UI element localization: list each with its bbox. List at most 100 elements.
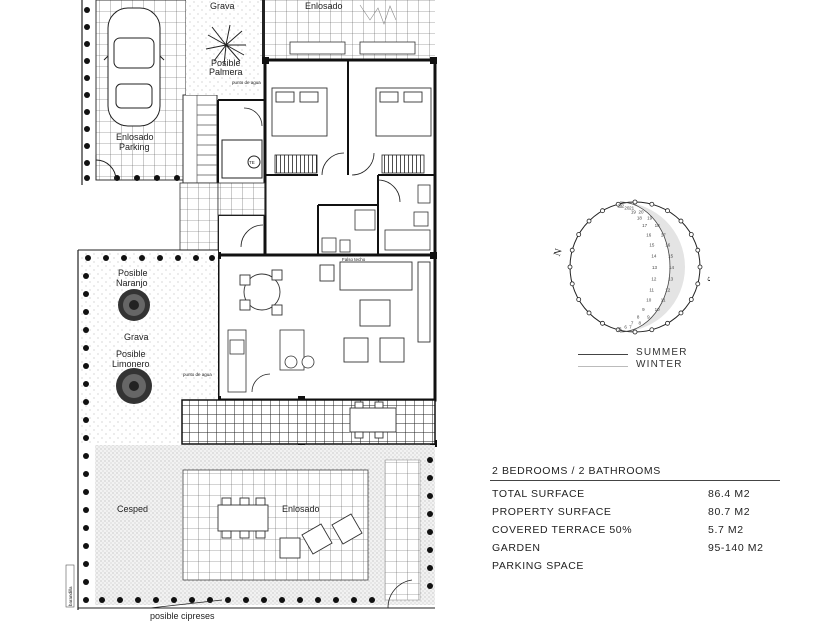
sun-hour-mark: 15	[668, 254, 674, 259]
sun-hour-mark: 9	[647, 315, 650, 320]
lemon-tree-icon	[116, 368, 152, 404]
label-punto-agua-mid: punto de agua	[183, 372, 212, 377]
parking-door-gate	[95, 155, 117, 181]
sun-hour-mark: 17	[661, 232, 667, 237]
sun-hour-mark: 11	[661, 298, 666, 303]
compass-tick	[600, 208, 605, 214]
compass-tick	[688, 232, 694, 237]
label-grava-top: Grava	[210, 1, 235, 11]
compass-tick	[678, 218, 684, 224]
sun-hour-mark: 17	[642, 223, 648, 228]
compass-tick	[615, 327, 621, 333]
sun-hour-mark: 6	[619, 327, 622, 332]
sun-hour-mark: 14	[651, 254, 657, 259]
sun-hour-mark: 20	[639, 210, 645, 215]
sun-hour-mark: 21	[629, 205, 635, 210]
sun-hour-mark: 14	[669, 265, 675, 270]
compass-ticks	[567, 199, 703, 335]
compass-south: S	[706, 275, 710, 284]
label-posible-cipreses: posible cipreses	[150, 611, 215, 621]
sun-hour-mark: 15	[649, 243, 655, 248]
dining-table	[239, 269, 283, 316]
spec-value: 80.7 M2	[708, 506, 751, 518]
compass-tick	[586, 310, 592, 316]
spec-value: 95-140 M2	[708, 542, 764, 554]
wardrobe-right	[381, 154, 425, 174]
garden-path	[384, 459, 421, 601]
spec-row: PARKING SPACE	[490, 557, 780, 575]
compass-tick	[615, 201, 621, 207]
sun-hour-mark: 8	[637, 315, 640, 320]
sun-hour-mark: 16	[646, 232, 652, 237]
sun-hour-mark: 19	[631, 210, 637, 215]
compass-tick	[695, 281, 701, 287]
spec-value: 86.4 M2	[708, 488, 751, 500]
label-enlosado-garden: Enlosado	[282, 504, 320, 514]
patio-plants	[359, 4, 397, 25]
sun-hour-mark: 10	[655, 307, 661, 312]
label-cesped: Cesped	[117, 504, 148, 514]
legend-summer-label: SUMMER	[636, 347, 688, 358]
label-te: TE	[249, 160, 255, 165]
label-posible-naranjo-2: Naranjo	[116, 278, 148, 288]
winter-sun-area	[620, 202, 685, 332]
sun-hour-mark: 21	[618, 203, 624, 208]
label-enlosado-parking-1: Enlosado	[116, 132, 154, 142]
palm-tree-icon	[205, 24, 246, 66]
floor-plan: Grava Enlosado Posible Palmera punto de …	[65, 0, 437, 621]
sun-hour-mark: 19	[647, 216, 653, 221]
spec-label: TOTAL SURFACE	[492, 488, 585, 500]
compass-tick	[600, 320, 605, 326]
sun-hour-mark: 12	[665, 287, 671, 292]
spec-value: 5.7 M2	[708, 524, 744, 536]
bathroom-fixtures	[321, 184, 431, 253]
compass-tick	[586, 218, 592, 224]
label-posible-limonero-1: Posible	[116, 349, 146, 359]
compass-tick	[678, 310, 684, 316]
compass-tick	[567, 264, 573, 270]
sun-hour-mark: 9	[642, 307, 645, 312]
compass-tick	[569, 281, 575, 287]
car-icon	[103, 7, 165, 127]
sofa-area	[319, 261, 431, 363]
legend-summer-line	[578, 354, 628, 355]
specs-heading: 2 BEDROOMS / 2 BATHROOMS	[490, 465, 780, 481]
garden-patio	[182, 469, 369, 581]
spec-row: COVERED TERRACE 50%5.7 M2	[490, 521, 780, 539]
sun-hour-mark: 7	[631, 321, 634, 326]
compass-tick	[576, 232, 582, 237]
sun-hour-mark: 8	[639, 321, 642, 326]
compass-tick	[632, 329, 638, 335]
sun-hour-mark: 18	[655, 223, 661, 228]
garden-gate	[387, 579, 418, 609]
sun-hour-mark: 22	[619, 203, 625, 208]
sun-loungers	[289, 41, 416, 55]
compass-tick	[695, 247, 701, 253]
compass-tick	[649, 201, 655, 207]
spec-value	[708, 557, 780, 575]
legend-winter-line	[578, 366, 628, 367]
compass-tick	[569, 247, 575, 253]
gravel-area	[186, 0, 260, 95]
entry-tiles	[179, 182, 219, 256]
compass-north: N	[552, 247, 565, 258]
compass-tick	[649, 327, 655, 333]
outdoor-table	[217, 497, 363, 559]
label-posible-palmera-2: Palmera	[209, 67, 243, 77]
compass-tick	[697, 264, 703, 270]
specs-table: 2 BEDROOMS / 2 BATHROOMS TOTAL SURFACE 86…	[490, 465, 780, 575]
bottom-hedge-dots	[99, 457, 433, 603]
sun-hour-mark: 13	[668, 276, 674, 281]
spec-row: TOTAL SURFACE 86.4 M2	[490, 485, 780, 503]
compass-tick	[665, 208, 670, 214]
sun-hour-mark: 11	[649, 287, 654, 292]
label-falso-techo: Falso techo	[342, 257, 366, 262]
legend-winter-label: WINTER	[636, 359, 683, 370]
stairs	[182, 94, 218, 184]
kitchen	[227, 329, 315, 393]
sun-hour-mark: 18	[637, 216, 643, 221]
